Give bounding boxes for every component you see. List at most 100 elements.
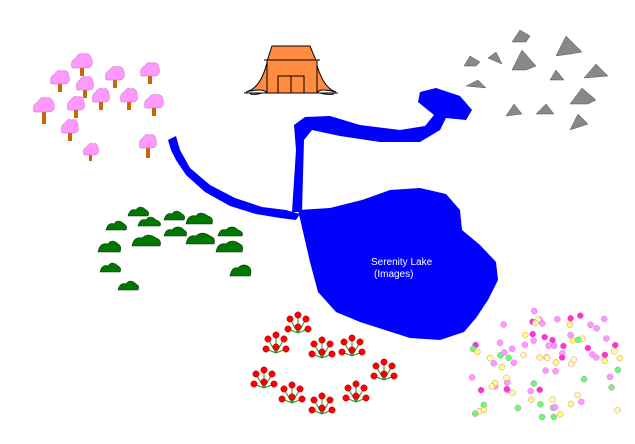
flower-icon [503,385,510,393]
flower-icon [488,383,495,390]
rose-bush-icon[interactable] [342,380,370,403]
flower-icon [528,396,535,403]
rock-icon [465,79,487,89]
flower-icon [567,331,574,339]
shrub-icon [217,226,243,237]
flower-icon [468,374,476,381]
blossom-trees[interactable] [33,53,164,162]
shrub-icon [117,280,139,291]
blossom-tree-icon [139,134,157,158]
flower-icon [584,344,592,352]
blossom-tree-icon [144,94,164,116]
shrub-icon [229,264,252,277]
flower-icon [616,354,623,362]
flower-icon [614,406,621,414]
rose-bush-icon[interactable] [284,311,312,334]
flower-icon [510,359,518,366]
serenity-lake [298,188,498,340]
rose-bushes[interactable] [250,311,398,415]
flower-icon [570,356,577,363]
flower-icon [486,354,494,362]
flower-icon [577,312,584,319]
rose-bush-icon[interactable] [278,381,306,404]
flower-icon [509,389,516,396]
flower-icon [551,404,559,411]
rose-bush-icon[interactable] [338,334,366,357]
flower-icon [472,410,479,417]
shrub-icon [127,206,149,217]
flower-icon [521,341,529,348]
rock-icon [487,51,503,65]
channel-north [292,88,472,212]
rock-icon [583,63,609,79]
flower-icon [550,342,558,349]
flower-icon [549,396,556,403]
flower-icon [496,339,504,346]
flower-icon [539,320,546,327]
flower-icon [531,307,538,315]
shrub-icon [99,262,121,273]
flower-icon [530,337,537,344]
rocks[interactable] [463,29,609,131]
flower-icon [612,341,619,349]
rock-icon [535,103,555,115]
flower-icon [603,335,610,342]
flower-icon [587,321,594,328]
water-body: Serenity Lake (Images) [168,88,498,340]
stream-left [168,136,300,220]
rose-bush-icon[interactable] [250,366,278,389]
flower-icon [601,357,608,364]
flower-icon [549,336,556,344]
rose-bush-icon[interactable] [370,358,398,381]
rock-icon [555,35,583,57]
flower-icon [505,354,512,362]
rose-bush-icon[interactable] [308,392,336,415]
flower-icon [520,351,527,359]
rock-icon [505,103,523,117]
flower-icon [498,363,506,371]
flower-icon [545,342,552,349]
flower-icon [575,336,582,343]
flower-icon [611,348,618,355]
flower-icon [503,374,510,381]
flower-icon [500,321,507,328]
flower-icon [567,400,575,408]
shrub-icon [131,234,161,247]
rose-bush-icon[interactable] [308,336,336,359]
flower-icon [557,411,564,418]
rose-bush-icon[interactable] [262,331,290,354]
flower-icon [536,386,543,393]
flower-icon [608,384,615,391]
shrub-icon [215,240,243,253]
flower-icon [606,373,614,381]
flower-icon [514,404,521,412]
flower-icon [578,398,585,406]
shrub-icon [185,212,213,225]
flower-icon [589,351,596,358]
flower-icon [566,321,574,328]
shrub-icon [105,220,127,231]
shrubs[interactable] [97,206,252,291]
lake-label-line1[interactable]: Serenity Lake [371,257,433,268]
flower-icon [522,331,529,339]
blossom-tree-icon [33,97,55,124]
flower-icon [541,333,548,341]
flower-icon [509,345,516,352]
flower-icon [537,401,544,408]
blossom-tree-icon [67,96,85,118]
flower-icon [532,319,539,327]
flower-icon [601,351,609,359]
flower-icon [530,380,537,387]
flower-icon [601,315,608,323]
lake-label-line2[interactable]: (Images) [374,269,413,280]
blossom-tree-icon [92,88,110,110]
flower-icon [474,348,481,356]
flower-icon [544,354,551,362]
temple-icon[interactable] [244,45,338,95]
shrub-icon [185,232,215,245]
flower-icon [550,413,557,421]
flower-icon [558,354,566,361]
flower-icon [501,349,508,356]
flower-icon [527,387,534,395]
flower-bed[interactable] [468,307,623,421]
